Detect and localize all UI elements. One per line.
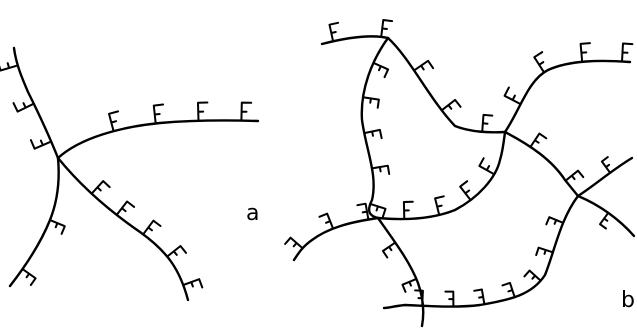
arm-lower-right bbox=[58, 158, 188, 300]
side-chain-branch bbox=[445, 292, 453, 307]
side-chain-branch bbox=[534, 52, 544, 72]
side-chain-branch bbox=[566, 171, 584, 181]
side-chain-branch bbox=[482, 115, 492, 132]
side-chain-branch bbox=[143, 221, 160, 235]
side-chain-branch bbox=[622, 44, 632, 62]
chain-lower-left-descent bbox=[378, 218, 423, 326]
side-chain-branch bbox=[0, 61, 18, 70]
side-chain-branch bbox=[23, 269, 36, 285]
side-chain-branch bbox=[479, 158, 494, 174]
side-chain-branch bbox=[285, 238, 303, 249]
side-chain-branch bbox=[530, 134, 546, 147]
side-chain-branch bbox=[363, 97, 379, 108]
side-chain-branch bbox=[167, 246, 186, 257]
side-chain-branch bbox=[536, 248, 553, 255]
side-chain-branch bbox=[364, 130, 381, 138]
side-chain-branch bbox=[372, 166, 389, 174]
side-chain-branch bbox=[241, 103, 251, 121]
side-chain-branch bbox=[381, 20, 392, 37]
panel-label-a: a bbox=[246, 201, 259, 226]
side-chain-branch bbox=[505, 88, 521, 105]
arm-lower-left bbox=[10, 158, 59, 286]
side-chain-branch bbox=[198, 103, 207, 121]
side-chain-branch bbox=[31, 140, 51, 149]
chain-top bbox=[322, 36, 505, 132]
chain-left-tail bbox=[294, 218, 378, 260]
side-chain-branch bbox=[460, 181, 470, 200]
side-chain-branch bbox=[602, 157, 610, 173]
panel-a-side-chains bbox=[0, 61, 251, 287]
side-chain-branch bbox=[374, 63, 389, 77]
side-chain-branch bbox=[319, 214, 333, 229]
side-chain-branch bbox=[546, 217, 563, 224]
side-chain-branch bbox=[330, 23, 339, 42]
side-chain-branch bbox=[600, 213, 608, 229]
chain-left-loop bbox=[362, 38, 388, 218]
side-chain-branch bbox=[92, 181, 110, 194]
side-chain-branch bbox=[154, 105, 163, 124]
chain-far-right bbox=[578, 158, 632, 196]
side-chain-branch bbox=[383, 243, 395, 258]
side-chain-branch bbox=[503, 283, 515, 297]
side-chain-branch bbox=[14, 103, 34, 112]
side-chain-branch bbox=[183, 279, 202, 287]
side-chain-branch bbox=[524, 271, 540, 281]
side-chain-branch bbox=[414, 61, 433, 71]
panel-label-b: b bbox=[621, 288, 635, 313]
side-chain-branch bbox=[442, 100, 461, 110]
side-chain-branch bbox=[117, 202, 134, 215]
chain-right-descent bbox=[505, 132, 578, 196]
side-chain-branch bbox=[581, 43, 590, 62]
chain-upper-right bbox=[505, 61, 630, 132]
panel-b-network-polymer: b bbox=[285, 20, 635, 326]
panel-a-star-polymer: a bbox=[0, 48, 259, 300]
side-chain-branch bbox=[109, 111, 118, 131]
side-chain-branch bbox=[50, 220, 65, 234]
side-chain-branch bbox=[435, 196, 444, 215]
side-chain-branch bbox=[357, 204, 368, 220]
side-chain-branch bbox=[404, 202, 413, 219]
arm-right bbox=[58, 120, 258, 158]
side-chain-branch bbox=[474, 290, 484, 305]
